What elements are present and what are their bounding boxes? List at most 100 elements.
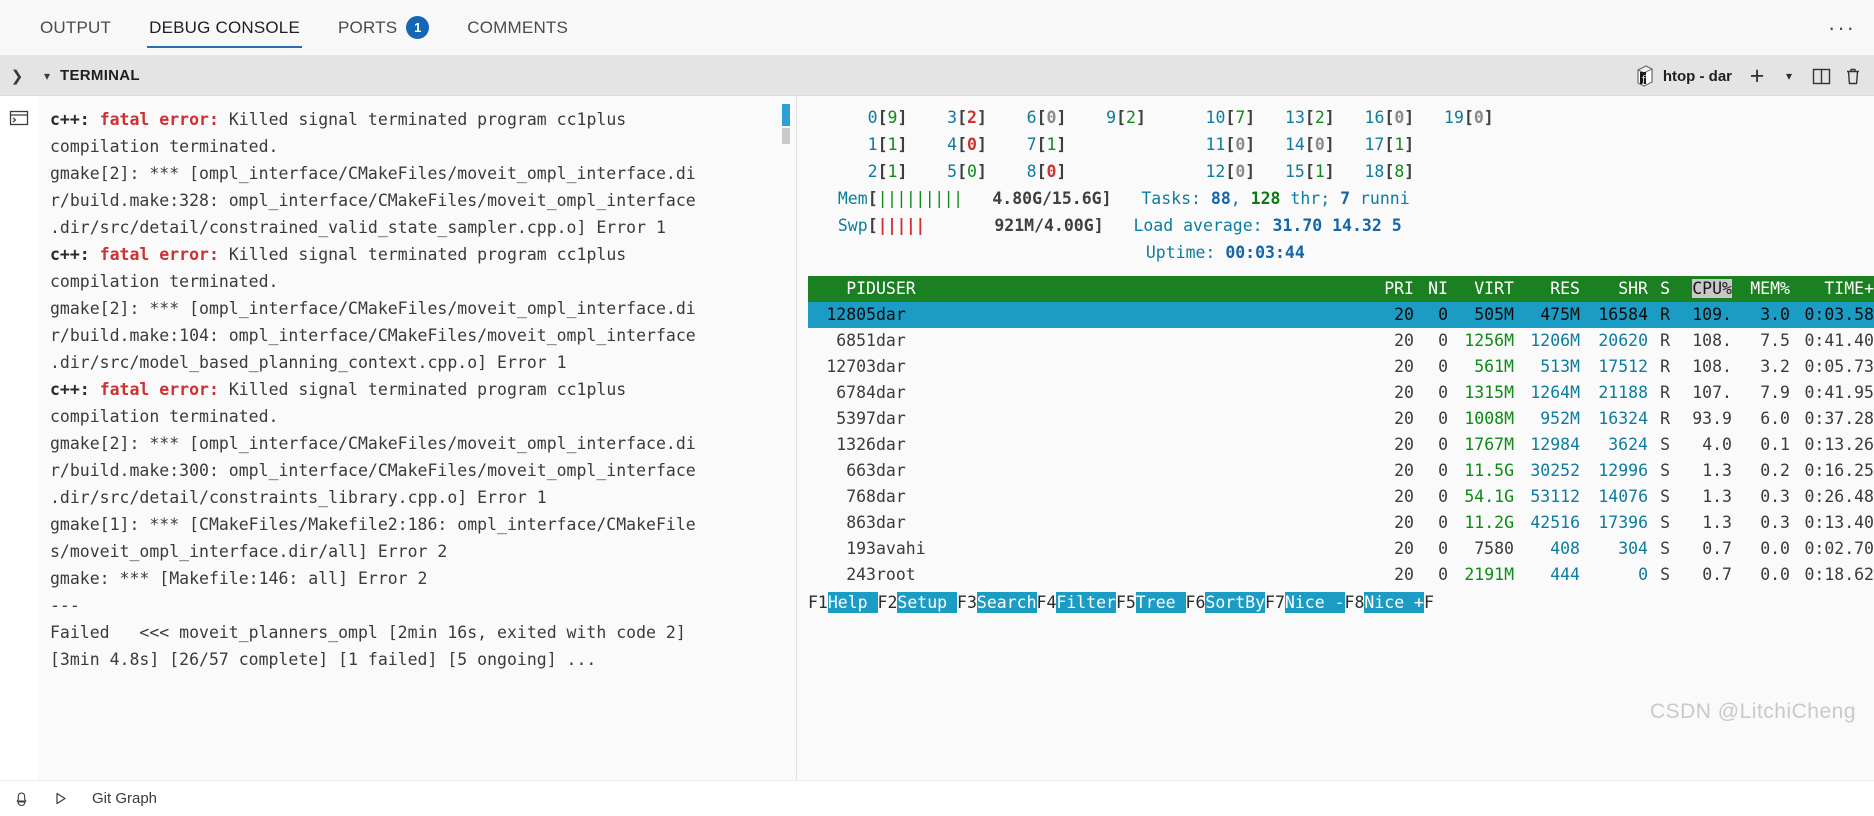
- cell-virt: 1315M: [1464, 383, 1514, 402]
- terminal-explorer-icon[interactable]: [7, 106, 31, 130]
- tab-debug-console[interactable]: DEBUG CONSOLE: [147, 0, 302, 56]
- chevron-down-icon[interactable]: ▾: [43, 68, 51, 83]
- column-header-timeplus[interactable]: TIME+: [1824, 279, 1874, 298]
- cell-pri: 20: [1394, 331, 1414, 350]
- cell-shr: 3624: [1608, 435, 1648, 454]
- fn-label-f2[interactable]: Setup: [897, 592, 958, 613]
- fn-key-f[interactable]: F: [1424, 593, 1434, 612]
- cell-cpu: 0.7: [1702, 565, 1732, 584]
- cell-shr: 0: [1638, 565, 1648, 584]
- column-header-shr[interactable]: SHR: [1618, 279, 1648, 298]
- terminal-body: c++: fatal error: Killed signal terminat…: [0, 96, 1874, 780]
- log-line: compilation terminated.: [50, 272, 279, 291]
- cell-time: 0:26.48: [1804, 487, 1874, 506]
- status-bell-icon[interactable]: [10, 791, 33, 806]
- fn-key-f8[interactable]: F8: [1344, 593, 1365, 612]
- fn-key-f4[interactable]: F4: [1036, 593, 1057, 612]
- cell-res: 1206M: [1530, 331, 1580, 350]
- fn-key-f5[interactable]: F5: [1116, 593, 1136, 612]
- column-header-cpupct[interactable]: CPU%: [1692, 279, 1732, 298]
- cell-pid: 12703: [826, 357, 876, 376]
- chevron-right-icon[interactable]: ❯: [10, 67, 24, 85]
- tab-output[interactable]: OUTPUT: [38, 0, 113, 56]
- tab-comments[interactable]: COMMENTS: [465, 0, 570, 56]
- fn-key-f1[interactable]: F1: [808, 593, 828, 612]
- column-header-s[interactable]: S: [1660, 279, 1670, 298]
- cell-virt: 1008M: [1464, 409, 1514, 428]
- cell-pid: 193: [846, 539, 876, 558]
- cell-pid: 12805: [826, 305, 876, 324]
- cell-pid: 663: [846, 461, 876, 480]
- terminal-dropdown-icon[interactable]: ▾: [1785, 69, 1793, 83]
- kill-terminal-icon[interactable]: [1838, 61, 1868, 91]
- cell-user: dar: [876, 487, 906, 506]
- log-line: .dir/src/detail/constrained_valid_state_…: [50, 218, 666, 237]
- cell-pid: 6784: [836, 383, 876, 402]
- terminal-pane-htop[interactable]: 0[9] 3[2] 6[0] 9[2] 10[7] 13[2] 16[0] 19…: [808, 96, 1874, 780]
- new-terminal-icon[interactable]: +: [1749, 61, 1765, 90]
- fn-label-f3[interactable]: Search: [976, 592, 1037, 613]
- scrollbar-thumb-active[interactable]: [782, 104, 790, 126]
- fn-label-f1[interactable]: Help: [827, 592, 878, 613]
- status-run-icon[interactable]: [49, 791, 72, 806]
- column-header-pri[interactable]: PRI: [1384, 279, 1414, 298]
- fn-label-f4[interactable]: Filter: [1056, 592, 1116, 613]
- column-header-pid[interactable]: PID: [846, 279, 876, 298]
- cell-pri: 20: [1394, 539, 1414, 558]
- column-header-ni[interactable]: NI: [1428, 279, 1448, 298]
- log-line: c++: fatal error: Killed signal terminat…: [50, 110, 627, 129]
- cell-ni: 0: [1438, 487, 1448, 506]
- cell-virt: 11.2G: [1464, 513, 1514, 532]
- more-actions-icon[interactable]: ···: [1828, 15, 1856, 40]
- cell-mem: 0.1: [1760, 435, 1790, 454]
- tab-ports[interactable]: PORTS 1: [336, 0, 431, 56]
- cell-pid: 863: [846, 513, 876, 532]
- scrollbar-thumb-overview[interactable]: [782, 128, 790, 144]
- cell-virt: 561M: [1474, 357, 1514, 376]
- log-line: Failed <<< moveit_planners_ompl [2min 16…: [50, 623, 686, 642]
- status-git-graph[interactable]: Git Graph: [88, 790, 161, 807]
- log-line: [3min 4.8s] [26/57 complete] [1 failed] …: [50, 650, 597, 669]
- terminal-split-divider[interactable]: [796, 96, 808, 780]
- cell-pri: 20: [1394, 305, 1414, 324]
- column-header-res[interactable]: RES: [1550, 279, 1580, 298]
- fn-key-f2[interactable]: F2: [877, 593, 898, 612]
- column-header-virt[interactable]: VIRT: [1474, 279, 1514, 298]
- fn-key-f6[interactable]: F6: [1185, 593, 1206, 612]
- fn-key-f7[interactable]: F7: [1265, 593, 1285, 612]
- terminal-scrollbar[interactable]: [782, 104, 790, 664]
- fn-label-f8[interactable]: Nice +: [1364, 592, 1424, 613]
- cell-cpu: 108.: [1692, 331, 1732, 350]
- fn-key-f3[interactable]: F3: [957, 593, 977, 612]
- cell-ni: 0: [1438, 409, 1448, 428]
- cell-user: dar: [876, 331, 906, 350]
- fn-label-f7[interactable]: Nice -: [1284, 592, 1345, 613]
- split-terminal-icon[interactable]: [1806, 61, 1836, 91]
- log-line: c++: fatal error: Killed signal terminat…: [50, 245, 627, 264]
- htop-function-key-bar[interactable]: F1Help F2Setup F3SearchF4FilterF5Tree F6…: [808, 590, 1874, 616]
- fn-label-f5[interactable]: Tree: [1135, 592, 1186, 613]
- cell-ni: 0: [1438, 357, 1448, 376]
- cell-mem: 0.0: [1760, 565, 1790, 584]
- terminal-pane-build-log[interactable]: c++: fatal error: Killed signal terminat…: [38, 96, 796, 780]
- column-header-user[interactable]: USER: [876, 279, 916, 298]
- cell-virt: 1767M: [1464, 435, 1514, 454]
- cell-cpu: 1.3: [1702, 513, 1732, 532]
- column-header-mempct[interactable]: MEM%: [1750, 279, 1790, 298]
- fn-label-f6[interactable]: SortBy: [1205, 592, 1266, 613]
- terminal-tab-htop[interactable]: ƒ htop - dar: [1627, 63, 1740, 89]
